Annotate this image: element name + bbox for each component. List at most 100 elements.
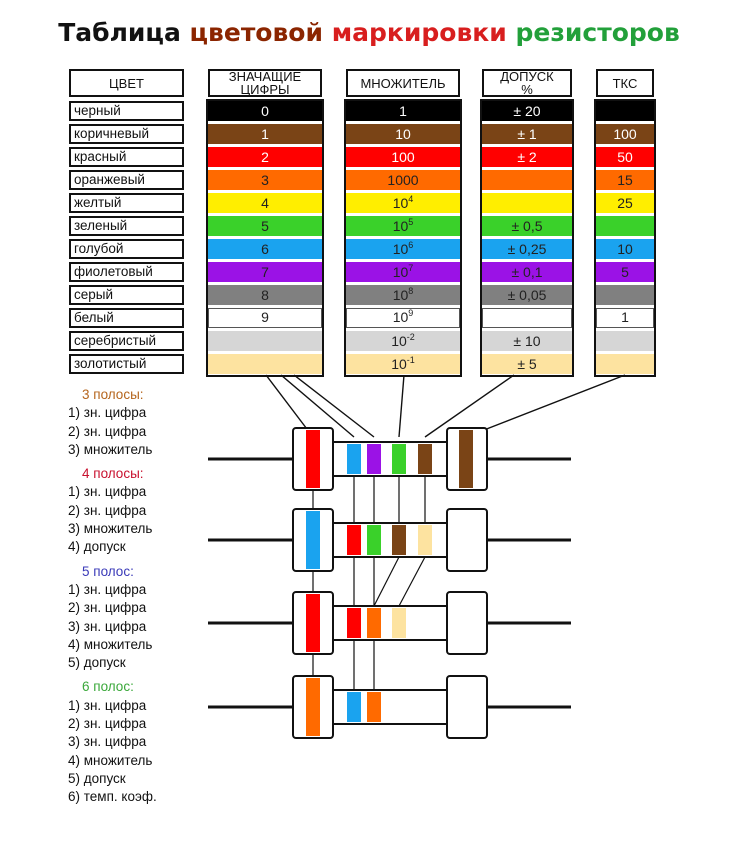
- band-cross-link-3: [398, 556, 426, 607]
- mult-cell-6: 106: [346, 239, 460, 259]
- mult-cell-8: 108: [346, 285, 460, 305]
- resistor-3-band-0: [306, 678, 320, 736]
- resistor-cap-right-2: [446, 591, 488, 655]
- legend-item-2-2: 3) зн. цифра: [68, 618, 147, 634]
- connector-line-1: [280, 374, 355, 438]
- resistor-cap-right-3: [446, 675, 488, 739]
- tol-cell-5: ± 0,5: [482, 216, 572, 236]
- header-tolerance: ДОПУСК %: [482, 69, 572, 97]
- tcr-cell-4: 25: [596, 193, 654, 213]
- mult-cell-9: 109: [346, 308, 460, 328]
- digit-cell-3: 3: [208, 170, 322, 190]
- digit-cell-11: [208, 354, 322, 374]
- digit-cell-5: 5: [208, 216, 322, 236]
- resistor-2-band-0: [306, 594, 320, 652]
- title-part-6: резисторов: [515, 18, 680, 47]
- color-name-7: фиолетовый: [69, 262, 184, 282]
- mult-exponent-8: 8: [408, 286, 414, 296]
- tol-cell-8: ± 0,05: [482, 285, 572, 305]
- tol-cell-6: ± 0,25: [482, 239, 572, 259]
- header-color: ЦВЕТ: [69, 69, 184, 97]
- tcr-cell-9: 1: [596, 308, 654, 328]
- resistor-0-band-5: [459, 430, 473, 488]
- digit-cell-7: 7: [208, 262, 322, 282]
- header-tcr: ТКС: [596, 69, 654, 97]
- color-name-4: желтый: [69, 193, 184, 213]
- connector-line-4: [424, 374, 515, 438]
- tol-cell-3: [482, 170, 572, 190]
- color-name-8: серый: [69, 285, 184, 305]
- mult-exponent-10: -2: [406, 332, 415, 342]
- tol-cell-2: ± 2: [482, 147, 572, 167]
- tol-cell-1: ± 1: [482, 124, 572, 144]
- digit-cell-8: 8: [208, 285, 322, 305]
- resistor-2-band-2: [367, 608, 381, 638]
- resistor-1-band-1: [347, 525, 361, 555]
- legend-heading-3: 6 полос:: [82, 679, 134, 695]
- legend-item-3-3: 4) множитель: [68, 752, 153, 768]
- legend-item-3-1: 2) зн. цифра: [68, 716, 147, 732]
- tol-cell-9: [482, 308, 572, 328]
- legend-item-3-2: 3) зн. цифра: [68, 734, 147, 750]
- title-part-2: цветовой: [189, 18, 323, 47]
- legend-item-2-1: 2) зн. цифра: [68, 600, 147, 616]
- tcr-cell-10: [596, 331, 654, 351]
- connector-line-2: [293, 374, 375, 438]
- resistor-3-band-2: [367, 692, 381, 722]
- mult-cell-11: 10-1: [346, 354, 460, 374]
- mult-cell-2: 100: [346, 147, 460, 167]
- color-name-9: белый: [69, 308, 184, 328]
- band-cross-link-2: [373, 556, 400, 607]
- tcr-cell-6: 10: [596, 239, 654, 259]
- connector-line-0: [265, 374, 314, 438]
- color-name-0: черный: [69, 101, 184, 121]
- mult-exponent-5: 5: [408, 217, 414, 227]
- header-multiplier: МНОЖИТЕЛЬ: [346, 69, 460, 97]
- mult-exponent-4: 4: [408, 194, 414, 204]
- mult-cell-3: 1000: [346, 170, 460, 190]
- legend-item-1-1: 2) зн. цифра: [68, 502, 147, 518]
- legend-item-2-0: 1) зн. цифра: [68, 581, 147, 597]
- tcr-cell-0: [596, 101, 654, 121]
- resistor-1-band-4: [418, 525, 432, 555]
- header-digits: ЗНАЧАЩИЕ ЦИФРЫ: [208, 69, 322, 97]
- mult-cell-0: 1: [346, 101, 460, 121]
- mult-cell-1: 10: [346, 124, 460, 144]
- page-title: Таблица цветовой маркировки резисторов: [0, 18, 738, 47]
- tcr-cell-8: [596, 285, 654, 305]
- connector-line-5: [465, 374, 626, 438]
- mult-exponent-9: 9: [408, 308, 414, 318]
- mult-exponent-7: 7: [408, 263, 414, 273]
- legend-item-1-0: 1) зн. цифра: [68, 484, 147, 500]
- legend-heading-1: 4 полосы:: [82, 466, 144, 482]
- legend-heading-0: 3 полосы:: [82, 387, 144, 402]
- resistor-2-band-3: [392, 608, 406, 638]
- mult-exponent-6: 6: [408, 240, 414, 250]
- digit-cell-0: 0: [208, 101, 322, 121]
- resistor-0-band-3: [392, 444, 406, 474]
- color-name-6: голубой: [69, 239, 184, 259]
- tol-cell-11: ± 5: [482, 354, 572, 374]
- digit-cell-1: 1: [208, 124, 322, 144]
- digit-cell-6: 6: [208, 239, 322, 259]
- resistor-cap-right-1: [446, 508, 488, 572]
- color-name-1: коричневый: [69, 124, 184, 144]
- tcr-cell-2: 50: [596, 147, 654, 167]
- resistor-0-band-0: [306, 430, 320, 488]
- color-name-2: красный: [69, 147, 184, 167]
- legend-item-1-2: 3) множитель: [68, 521, 153, 537]
- resistor-0-band-2: [367, 444, 381, 474]
- digit-cell-2: 2: [208, 147, 322, 167]
- digit-cell-4: 4: [208, 193, 322, 213]
- legend-heading-2: 5 полос:: [82, 563, 134, 579]
- legend-item-1-3: 4) допуск: [68, 539, 126, 555]
- mult-cell-7: 107: [346, 262, 460, 282]
- tol-cell-7: ± 0,1: [482, 262, 572, 282]
- legend-item-0-2: 3) множитель: [68, 441, 153, 457]
- legend-item-3-4: 5) допуск: [68, 770, 126, 786]
- tcr-cell-7: 5: [596, 262, 654, 282]
- legend-item-0-1: 2) зн. цифра: [68, 423, 147, 439]
- legend-group-2: 5 полос: 1) зн. цифра 2) зн. цифра 3) зн. ц…: [68, 563, 208, 673]
- resistor-1-band-2: [367, 525, 381, 555]
